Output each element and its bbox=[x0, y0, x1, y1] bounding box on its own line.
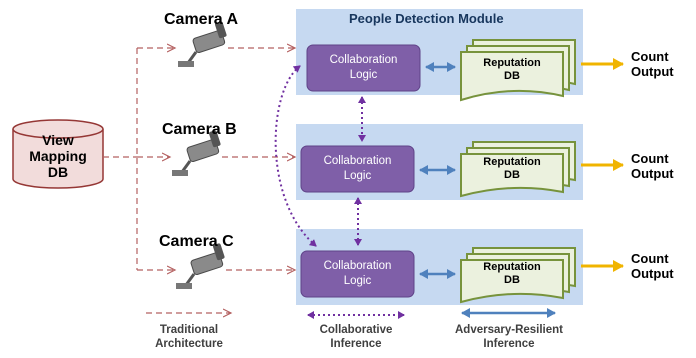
reputation-db-label-c: Reputation DB bbox=[483, 261, 541, 286]
count-output-label-a: Count Output bbox=[631, 49, 674, 79]
adversary-resilient-links bbox=[419, 62, 456, 279]
database-cylinder-icon bbox=[12, 119, 104, 189]
legend-traditional-label: Traditional Architecture bbox=[155, 324, 223, 350]
count-output-label-b: Count Output bbox=[631, 151, 674, 181]
security-camera-icon bbox=[176, 243, 225, 289]
collaborative-inference-links bbox=[274, 65, 366, 247]
count-output-arrows bbox=[581, 58, 624, 272]
collaboration-logic-label-a: Collaboration Logic bbox=[329, 54, 398, 81]
camera-c-label: Camera C bbox=[159, 233, 234, 250]
reputation-db-label-b: Reputation DB bbox=[483, 156, 541, 181]
count-output-label-c: Count Output bbox=[631, 251, 674, 281]
collaboration-logic-label-c: Collaboration Logic bbox=[323, 260, 392, 287]
collaboration-logic-label-b: Collaboration Logic bbox=[323, 155, 392, 182]
module-title: People Detection Module bbox=[349, 11, 504, 26]
legend-collaborative-label: Collaborative Inference bbox=[319, 324, 393, 350]
view-mapping-db-label: View Mapping DB bbox=[29, 132, 87, 180]
reputation-db-stack-c bbox=[460, 247, 576, 304]
traditional-architecture-connectors bbox=[103, 48, 295, 270]
reputation-db-stack-b bbox=[460, 141, 576, 198]
camera-a-label: Camera A bbox=[164, 11, 239, 28]
reputation-db-label-a: Reputation DB bbox=[483, 57, 541, 82]
reputation-db-stack-a bbox=[460, 39, 576, 102]
security-camera-icon bbox=[178, 21, 227, 67]
security-camera-icon bbox=[172, 130, 221, 176]
collaboration-logic-box-c bbox=[300, 250, 415, 298]
legend-adversary-label: Adversary-Resilient Inference bbox=[454, 324, 564, 350]
camera-b-label: Camera B bbox=[162, 121, 237, 138]
